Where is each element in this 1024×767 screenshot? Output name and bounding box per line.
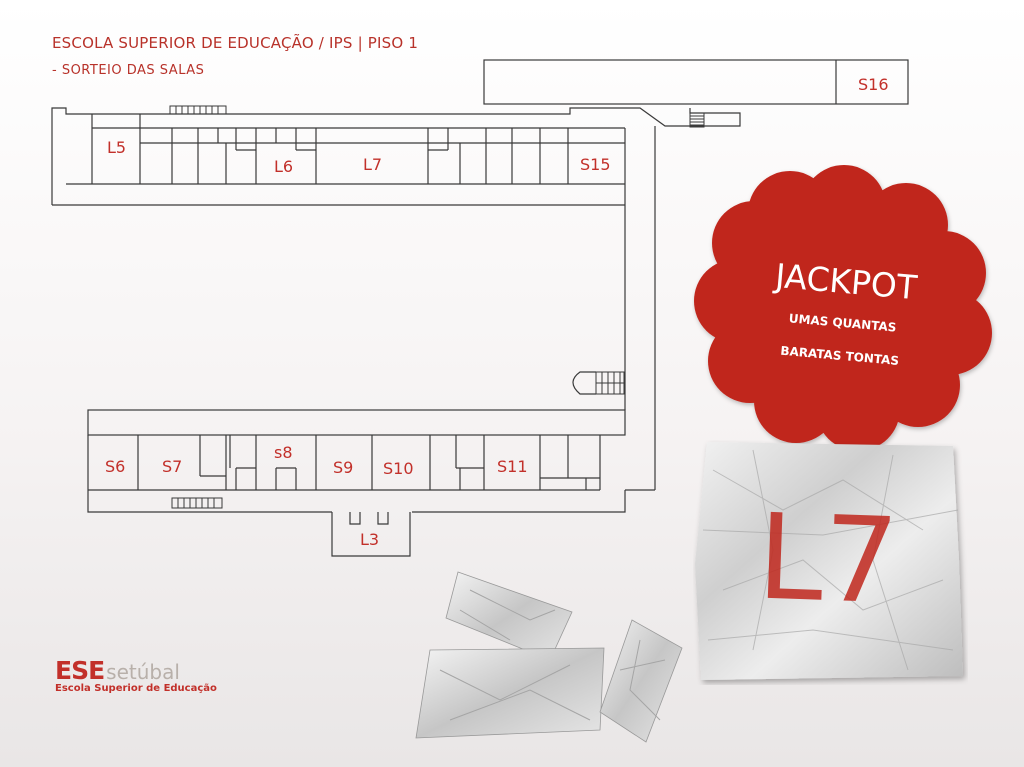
room-label-l3: L3 bbox=[360, 530, 379, 549]
result-paper: L7 bbox=[695, 442, 963, 680]
scrap-right bbox=[599, 619, 683, 743]
room-label-s15: S15 bbox=[580, 155, 611, 174]
page-subtitle: - SORTEIO DAS SALAS bbox=[52, 63, 205, 78]
room-label-s11: S11 bbox=[497, 457, 528, 476]
logo-ese: ESE bbox=[55, 656, 105, 685]
room-label-s8: s8 bbox=[274, 443, 293, 462]
scrap-bottom bbox=[415, 647, 605, 739]
building-s16 bbox=[483, 59, 909, 105]
wing-top bbox=[51, 107, 741, 206]
room-label-l5: L5 bbox=[107, 138, 126, 157]
annex-l3 bbox=[331, 512, 411, 557]
room-label-s7: S7 bbox=[162, 457, 182, 476]
logo-setubal: setúbal bbox=[106, 660, 180, 684]
wing-bottom bbox=[87, 409, 626, 513]
stair-top-left bbox=[169, 105, 227, 115]
room-label-s6: S6 bbox=[105, 457, 125, 476]
paper-scraps bbox=[415, 571, 683, 743]
jackpot-badge: JACKPOT UMAS QUANTAS BARATAS TONTAS bbox=[694, 165, 992, 450]
scrap-top bbox=[445, 571, 573, 661]
room-label-s10: S10 bbox=[383, 459, 414, 478]
room-label-l6: L6 bbox=[274, 157, 293, 176]
room-label-s16: S16 bbox=[858, 75, 889, 94]
page-title: ESCOLA SUPERIOR DE EDUCAÇÃO / IPS | PISO… bbox=[52, 34, 419, 52]
result-room-label: L7 bbox=[755, 488, 901, 631]
room-label-s9: S9 bbox=[333, 458, 353, 477]
corridor-vertical bbox=[412, 126, 656, 513]
stair-middle bbox=[572, 371, 625, 395]
room-label-l7: L7 bbox=[363, 155, 382, 174]
logo-subtitle: Escola Superior de Educação bbox=[55, 683, 217, 694]
